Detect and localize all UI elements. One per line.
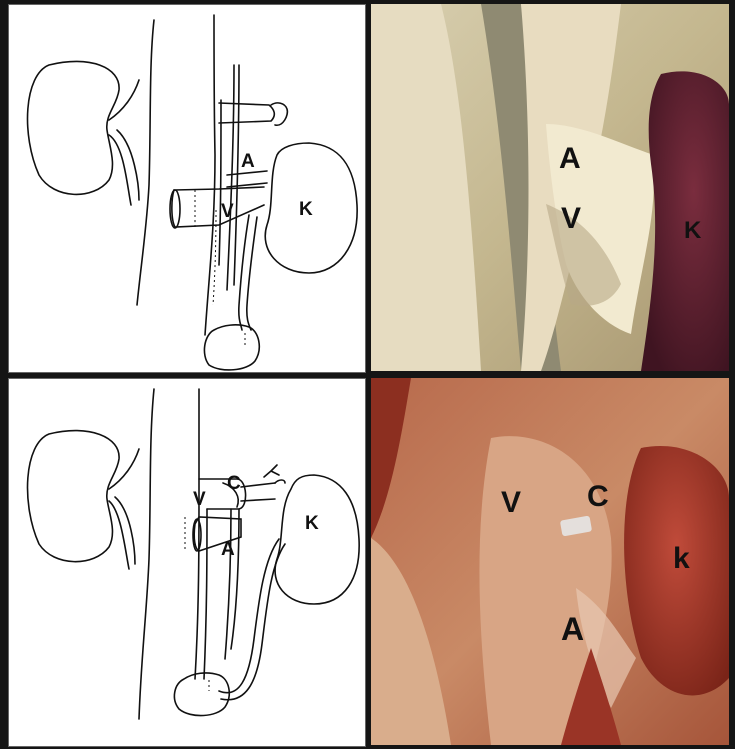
- label-artery: A: [561, 611, 584, 647]
- label-artery: A: [559, 142, 581, 175]
- surgical-photo-bottom: V C k A: [371, 378, 729, 745]
- anatomy-drawing-bottom: C V A K: [9, 379, 365, 746]
- label-artery: A: [241, 151, 255, 172]
- label-vein: V: [561, 202, 581, 235]
- anatomy-drawing-top: A V K: [9, 5, 365, 372]
- label-kidney: K: [684, 217, 702, 244]
- drawing-panel-top-left: A V K: [8, 4, 366, 373]
- photo-panel-bottom-right: V C k A: [371, 378, 729, 745]
- label-kidney: K: [299, 199, 313, 220]
- label-vein: V: [221, 201, 234, 222]
- photo-panel-top-right: A V K: [371, 4, 729, 371]
- label-kidney: K: [305, 513, 319, 534]
- drawing-panel-bottom-left: C V A K: [8, 378, 366, 747]
- label-vein: V: [193, 489, 206, 510]
- label-artery: A: [221, 539, 235, 560]
- label-cuff: C: [587, 480, 609, 513]
- label-vein: V: [501, 486, 521, 519]
- label-kidney: k: [673, 542, 690, 575]
- surgical-photo-top: A V K: [371, 4, 729, 371]
- label-cuff: C: [227, 473, 241, 494]
